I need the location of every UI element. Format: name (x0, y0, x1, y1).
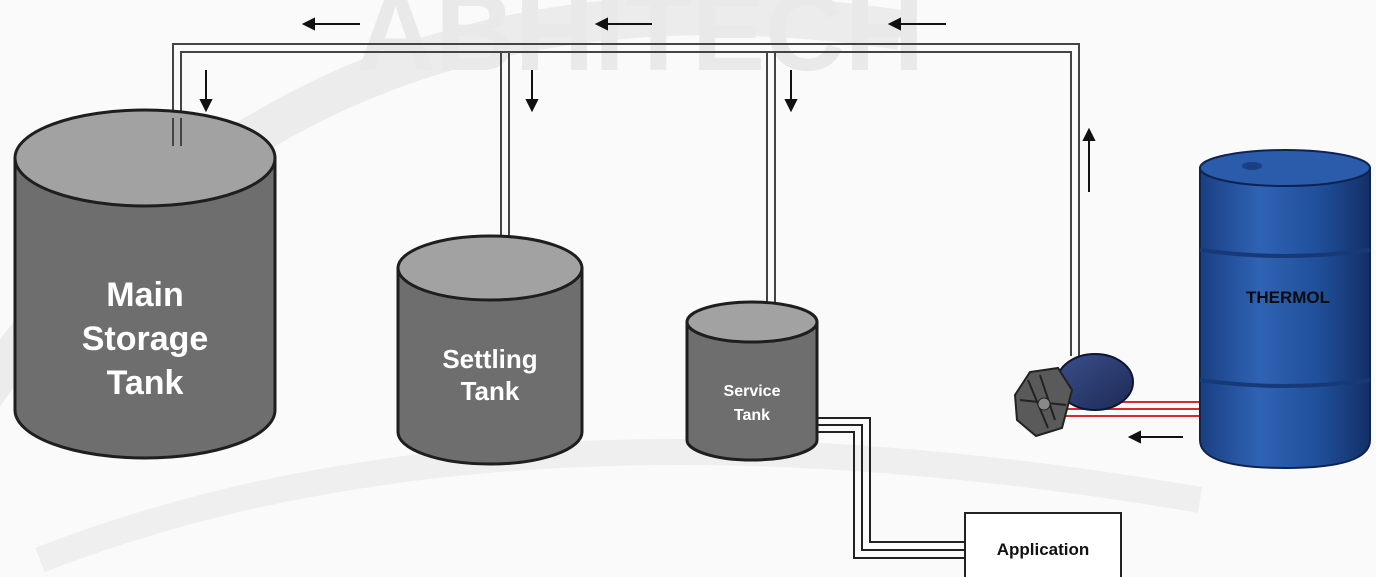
application-label: Application (997, 540, 1090, 559)
service-to-application-pipe (817, 417, 965, 559)
thermol-drum: THERMOL (1199, 149, 1371, 470)
header-pipe (172, 43, 1080, 356)
application-box: Application (964, 512, 1122, 577)
flow-arrows (199, 17, 1183, 444)
application-box-frame (964, 512, 1122, 577)
service-tank: Service Tank (685, 300, 819, 462)
service-tank-top (685, 300, 819, 344)
drum-label: THERMOL (1246, 288, 1330, 307)
settling-tank-label-1: Settling (442, 344, 537, 374)
main-storage-tank: Main Storage Tank (13, 108, 277, 460)
main-tank-label-3: Tank (107, 364, 184, 402)
riser-arrow (1082, 127, 1096, 192)
service-tank-body (685, 320, 819, 462)
drum-bung (1242, 162, 1262, 170)
watermark-text: ABHITECH (356, 0, 924, 94)
service-tank-label-1: Service (724, 383, 781, 400)
drum-to-pump-arrow (1127, 430, 1183, 444)
main-tank-label-1: Main (106, 276, 183, 314)
drum-lid (1199, 149, 1371, 187)
header-arrow-1 (301, 17, 360, 31)
drum-rib-upper (1199, 248, 1371, 258)
watermark-swoosh-lower (35, 439, 1203, 573)
drop-arrow-service (784, 70, 798, 113)
main-tank-body (13, 156, 277, 460)
settling-tank-body (396, 266, 584, 466)
settling-tank-label-2: Tank (461, 376, 520, 406)
drop-pipe-settling (500, 52, 510, 262)
drum-rib-lower (1199, 378, 1371, 388)
settling-tank: Settling Tank (396, 234, 584, 466)
settling-tank-top (396, 234, 584, 302)
main-tank-inlet (172, 118, 182, 146)
service-tank-label-2: Tank (734, 407, 770, 424)
drop-pipe-service (766, 52, 776, 308)
pump (1013, 353, 1134, 438)
main-tank-top (13, 108, 277, 208)
pump-hub (1037, 397, 1051, 411)
main-tank-label-2: Storage (82, 320, 209, 358)
header-arrow-2 (594, 17, 652, 31)
header-arrow-3 (887, 17, 946, 31)
drop-arrow-main (199, 70, 213, 113)
drop-arrow-settling (525, 70, 539, 113)
drum-body (1199, 167, 1371, 470)
